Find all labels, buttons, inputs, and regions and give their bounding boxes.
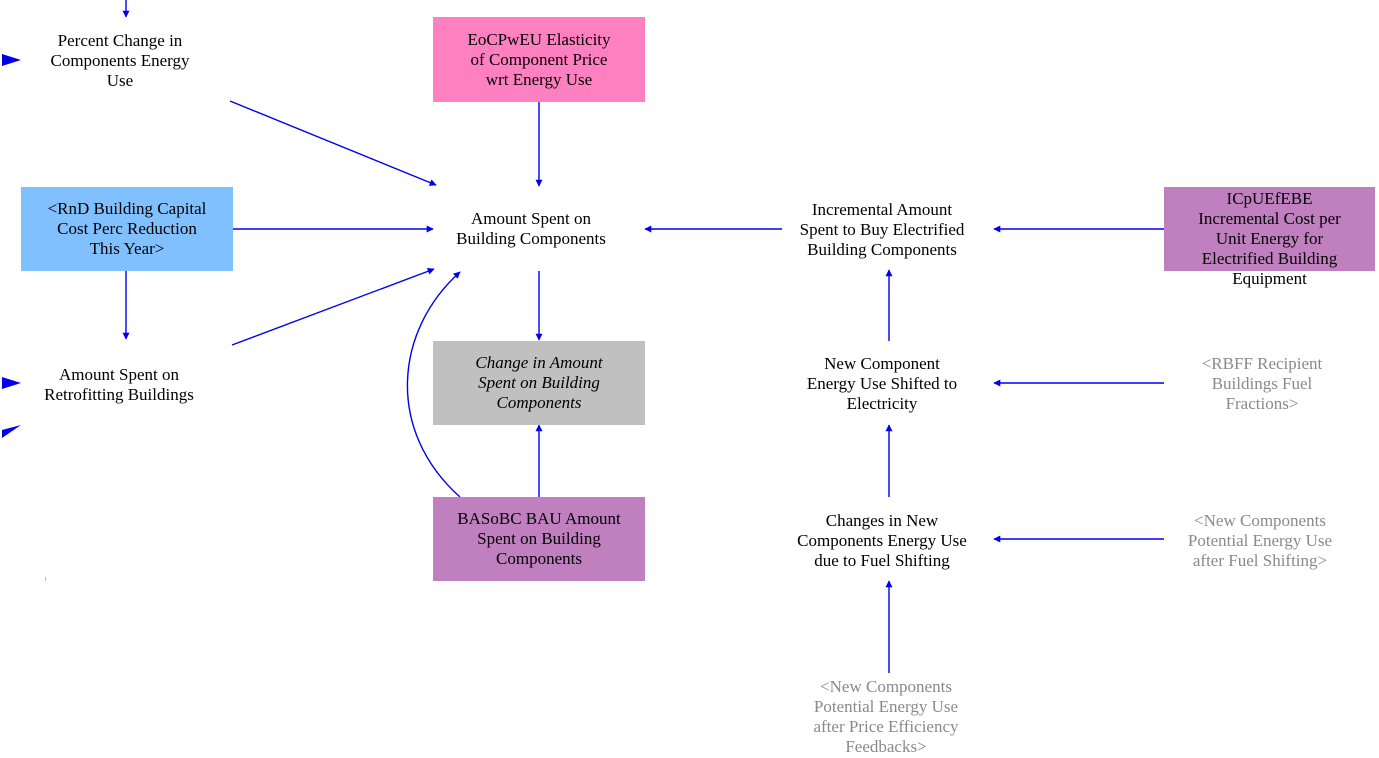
node-rbff-recipient-label: <RBFF Recipient Buildings Fuel Fractions… <box>1201 354 1323 413</box>
node-basobc[interactable]: BASoBC BAU Amount Spent on Building Comp… <box>433 497 645 581</box>
node-eocpweu[interactable]: EoCPwEU Elasticity of Component Price wr… <box>433 17 645 102</box>
node-change-amount-spent-label: Change in Amount Spent on Building Compo… <box>475 353 603 412</box>
node-changes-new-components[interactable]: Changes in New Components Energy Use due… <box>776 509 988 573</box>
node-percent-change-label: Percent Change in Components Energy Use <box>50 31 190 90</box>
arrow-percent-to-amount <box>229 100 437 186</box>
arrow-left-stub-3 <box>2 425 21 438</box>
node-basobc-label: BASoBC BAU Amount Spent on Building Comp… <box>457 509 621 568</box>
node-eocpweu-label: EoCPwEU Elasticity of Component Price wr… <box>467 29 611 89</box>
node-icpuefebe-label: ICpUEfEBE Incremental Cost per Unit Ener… <box>1198 189 1341 288</box>
node-incremental-amount-label: Incremental Amount Spent to Buy Electrif… <box>799 200 965 259</box>
node-percent-change[interactable]: Percent Change in Components Energy Use <box>20 30 220 92</box>
node-changes-new-components-label: Changes in New Components Energy Use due… <box>797 511 967 570</box>
arrow-left-stub-2 <box>2 377 21 389</box>
node-icpuefebe[interactable]: ICpUEfEBE Incremental Cost per Unit Ener… <box>1164 187 1375 288</box>
node-new-components-fuel-shifting[interactable]: <New Components Potential Energy Use aft… <box>1160 509 1360 573</box>
node-amount-spent-components-label: Amount Spent on Building Components <box>456 209 606 248</box>
node-amount-spent-retrofitting-label: Amount Spent on Retrofitting Buildings <box>44 365 194 404</box>
node-amount-spent-components[interactable]: Amount Spent on Building Components <box>430 205 632 253</box>
node-rnd-capital-label: <RnD Building Capital Cost Perc Reductio… <box>47 199 207 258</box>
node-rnd-capital[interactable]: <RnD Building Capital Cost Perc Reductio… <box>21 187 233 271</box>
node-new-component-energy-label: New Component Energy Use Shifted to Elec… <box>806 354 958 413</box>
node-new-components-price-efficiency[interactable]: <New Components Potential Energy Use aft… <box>776 676 996 758</box>
node-new-component-energy[interactable]: New Component Energy Use Shifted to Elec… <box>776 352 988 416</box>
arrow-left-stub-1 <box>2 54 21 66</box>
arrow-retrofitting-to-amount <box>231 267 435 346</box>
node-incremental-amount[interactable]: Incremental Amount Spent to Buy Electrif… <box>776 198 988 262</box>
arrow-basobc-to-amount-curve <box>406 271 461 498</box>
node-new-components-price-efficiency-label: <New Components Potential Energy Use aft… <box>813 677 959 756</box>
node-amount-spent-retrofitting[interactable]: Amount Spent on Retrofitting Buildings <box>18 363 220 407</box>
node-new-components-fuel-shifting-label: <New Components Potential Energy Use aft… <box>1187 511 1333 570</box>
node-change-amount-spent[interactable]: Change in Amount Spent on Building Compo… <box>433 341 645 425</box>
divider-tick <box>45 577 46 581</box>
node-rbff-recipient[interactable]: <RBFF Recipient Buildings Fuel Fractions… <box>1164 352 1360 416</box>
